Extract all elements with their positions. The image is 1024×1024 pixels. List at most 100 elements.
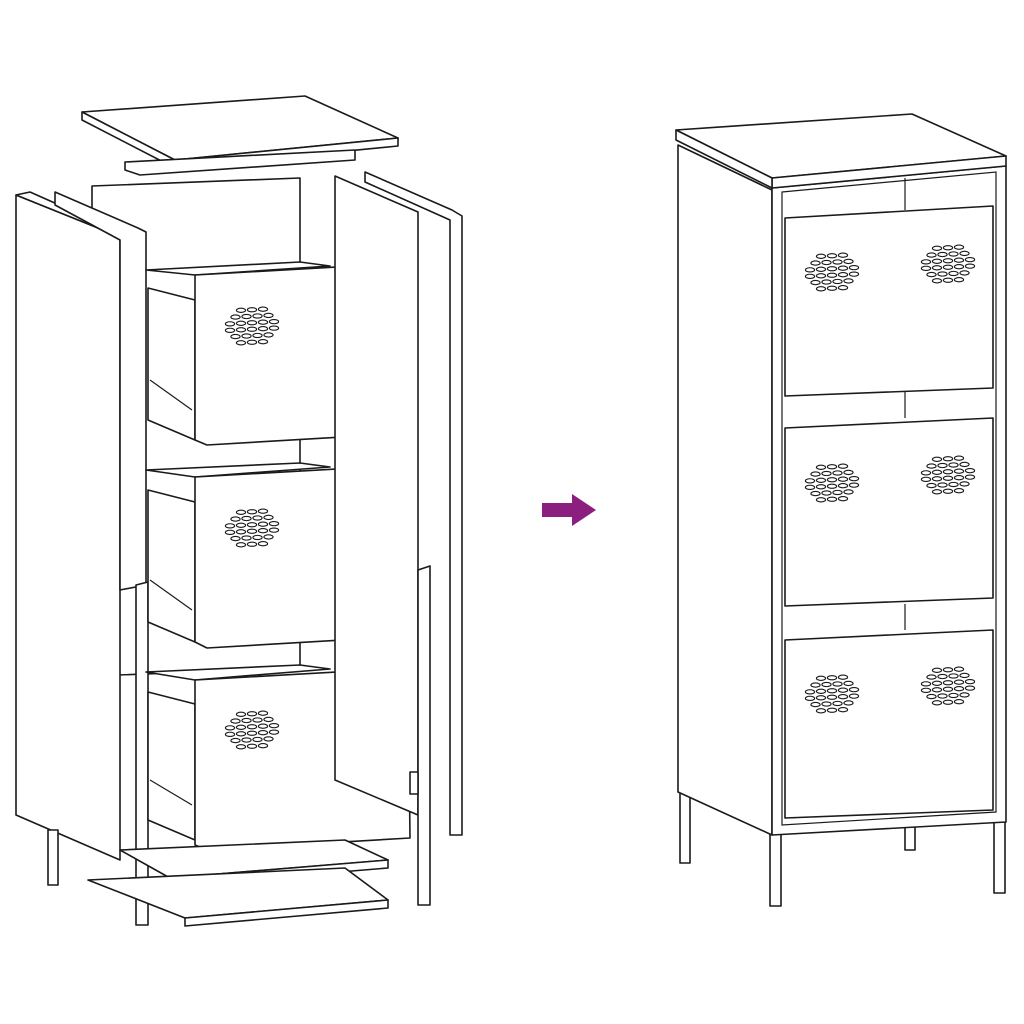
vent-hole [837,496,849,502]
vent-hole [268,729,280,735]
vent-hole [821,279,832,285]
vent-hole [942,245,954,251]
vent-hole [920,687,932,693]
vent-hole [931,680,943,686]
vent-hole [832,681,843,687]
vent-hole [810,279,821,286]
exploded-view [15,95,463,927]
vent-hole [848,482,860,488]
drawer-body [147,691,196,841]
vent-hole [937,251,948,258]
vent-hole [230,535,241,542]
vent-hole [937,693,948,699]
vent-hole [953,488,965,494]
vent-hole [230,314,241,320]
vent-hole [815,464,827,470]
vent-hole [942,469,954,475]
vent-holes-assembled [804,244,976,714]
vent-hole [937,271,948,277]
slide-rail [149,779,193,806]
vent-hole [953,455,965,461]
vent-hole [268,527,280,533]
vent-hole [826,272,838,278]
vent-hole [843,680,854,687]
drawer-front-1 [784,205,994,397]
vent-hole [931,245,943,251]
vent-hole [241,333,252,339]
vent-hole [931,469,943,475]
vent-hole [235,327,247,333]
vent-hole [937,482,948,488]
vent-hole [815,253,827,259]
vent-hole [964,474,976,480]
vent-hole [942,456,954,462]
vent-hole [953,686,965,692]
vent-hole [230,333,241,340]
vent-hole [964,263,976,269]
vent-hole [926,482,937,489]
vent-hole [246,339,258,345]
vent-hole [224,523,236,529]
vent-hole [241,737,252,743]
top-panel-side-edge [675,129,773,189]
vent-hole [246,326,258,332]
vent-hole [235,340,247,346]
vent-hole [832,700,843,707]
vent-hole [942,264,954,270]
vent-hole [942,680,954,686]
vent-hole [235,509,247,515]
vent-hole [920,470,932,476]
vent-hole [252,534,263,541]
vent-hole [257,528,269,534]
vent-hole [964,467,976,474]
vent-hole [948,481,959,488]
vent-hole [235,320,247,326]
side-panel [677,144,773,836]
vent-hole [837,687,849,693]
vent-hole [937,462,948,469]
vent-hole [235,529,247,535]
vent-hole [931,700,943,706]
vent-hole [843,489,854,495]
vent-hole [821,681,832,688]
vent-hole [953,679,965,685]
vent-hole [837,674,849,680]
vent-hole [241,515,252,522]
vent-hole [241,717,252,724]
vent-hole [948,270,959,277]
vent-hole [837,694,849,700]
left-leg [47,829,59,886]
vent-hole [246,307,258,313]
vent-hole [804,478,816,484]
vent-hole [920,265,932,271]
vent-hole [953,264,965,270]
vent-hole [257,508,269,514]
vent-hole [815,273,827,279]
vent-hole [832,489,843,496]
vent-hole [815,497,827,503]
vent-hole [926,463,937,469]
vent-hole [948,692,959,699]
vent-hole [268,723,280,729]
vent-hole [263,312,274,319]
vent-hole [257,339,269,345]
vent-hole [837,707,849,713]
vent-hole [235,724,247,730]
vent-hole [804,267,816,273]
vent-hole [953,666,965,672]
vent-hole [837,476,849,482]
vent-hole [804,689,816,695]
vent-hole [826,464,838,470]
vent-hole [246,711,258,717]
vent-hole [821,701,832,707]
vent-hole [224,529,236,535]
vent-hole [821,470,832,477]
vent-hole [953,277,965,283]
vent-hole [942,475,954,481]
vent-hole [942,686,954,692]
vent-hole [252,515,263,521]
vent-hole [241,313,252,320]
arrow-right-icon [542,494,596,526]
vent-hole [832,470,843,476]
